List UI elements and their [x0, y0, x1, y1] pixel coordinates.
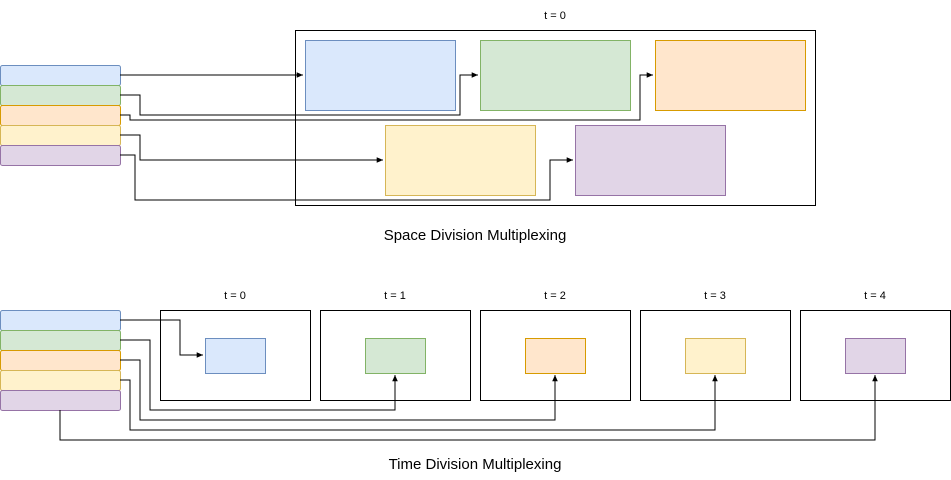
time-input-blue — [0, 310, 121, 331]
time-division-section: t = 0 t = 1 t = 2 t = 3 t = 4 — [0, 290, 951, 473]
space-block-blue — [305, 40, 456, 111]
time-connector-green — [120, 339, 398, 411]
space-block-orange — [655, 40, 806, 111]
time-block-orange — [525, 338, 586, 374]
time-input-purple — [0, 390, 121, 411]
time-frame-label-0: t = 0 — [224, 290, 246, 302]
space-caption: Space Division Multiplexing — [384, 227, 567, 244]
space-connector-purple — [120, 154, 573, 201]
time-connector-purple — [59, 375, 878, 441]
time-frame-label-2: t = 2 — [544, 290, 566, 302]
time-input-orange — [0, 350, 121, 371]
time-input-green — [0, 330, 121, 351]
space-block-green — [480, 40, 631, 111]
space-container — [295, 30, 816, 206]
time-block-green — [365, 338, 426, 374]
space-input-purple — [0, 145, 121, 166]
time-caption: Time Division Multiplexing — [389, 456, 562, 473]
space-connector-yellow — [120, 134, 383, 163]
time-connector-yellow — [120, 375, 718, 431]
space-time-label: t = 0 — [544, 10, 566, 22]
space-block-purple — [575, 125, 726, 196]
space-division-section: t = 0 Space Division Multiplexing — [0, 10, 816, 244]
time-block-blue — [205, 338, 266, 374]
space-block-yellow — [385, 125, 536, 196]
time-input-stack — [0, 310, 121, 411]
time-connector-blue — [120, 319, 203, 358]
space-connector-green — [120, 72, 478, 116]
space-input-blue — [0, 65, 121, 86]
time-block-yellow — [685, 338, 746, 374]
space-input-stack — [0, 65, 121, 166]
time-frame-label-4: t = 4 — [864, 290, 886, 302]
time-connector-orange — [120, 359, 558, 421]
space-input-green — [0, 85, 121, 106]
space-input-yellow — [0, 125, 121, 146]
time-block-purple — [845, 338, 906, 374]
time-frame-label-3: t = 3 — [704, 290, 726, 302]
space-connector-orange — [120, 72, 653, 121]
time-input-yellow — [0, 370, 121, 391]
space-input-orange — [0, 105, 121, 126]
time-frame-0 — [160, 310, 311, 401]
time-frame-label-1: t = 1 — [384, 290, 406, 302]
